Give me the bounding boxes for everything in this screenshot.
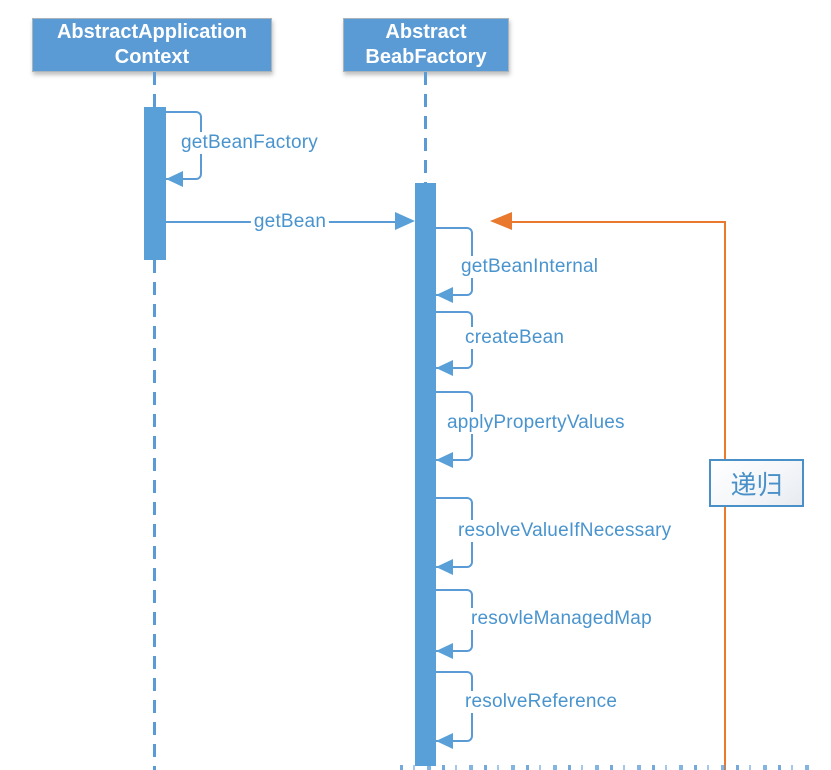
message-label-resolve-managed-map: resovleManagedMap [468, 608, 655, 630]
recursion-badge-label: 递归 [730, 469, 783, 500]
message-label-resolve-reference: resolveReference [462, 691, 621, 713]
message-label-resolve-value-if-necessary: resolveValueIfNecessary [455, 520, 675, 542]
actor-label-line2: BeabFactory [365, 46, 487, 68]
clipped-text-fragment [400, 765, 810, 770]
return-arrowhead-icon [436, 360, 453, 376]
return-arrowhead-icon [436, 733, 453, 749]
message-label-get-bean-factory: getBeanFactory [178, 132, 321, 154]
message-label-get-bean-internal: getBeanInternal [458, 256, 602, 278]
message-label-create-bean: createBean [462, 327, 568, 349]
message-label-apply-property-values: applyPropertyValues [444, 412, 628, 434]
lifeline-left-upper [153, 72, 156, 107]
return-arrowhead-icon [436, 452, 453, 468]
lifeline-right-upper [424, 72, 427, 183]
lifeline-left-lower [153, 260, 156, 770]
message-arrowhead-icon [395, 212, 415, 230]
activation-bar-left [144, 107, 166, 260]
actor-box-abstract-bean-factory: Abstract BeabFactory [343, 18, 509, 72]
return-arrowhead-icon [436, 287, 453, 303]
recursion-badge: 递归 [709, 459, 804, 507]
recursion-arrowhead-icon [490, 212, 512, 230]
return-arrowhead-icon [166, 171, 183, 187]
message-label-get-bean: getBean [250, 211, 330, 233]
return-arrowhead-icon [436, 559, 453, 575]
recursion-arrow-horizontal [512, 221, 725, 223]
actor-label-line2: Context [114, 46, 190, 68]
actor-label-line1: AbstractApplication [56, 21, 248, 43]
actor-box-abstract-application-context: AbstractApplication Context [32, 18, 272, 72]
return-arrowhead-icon [436, 643, 453, 659]
activation-bar-right [415, 183, 436, 766]
actor-label-line1: Abstract [385, 21, 467, 43]
